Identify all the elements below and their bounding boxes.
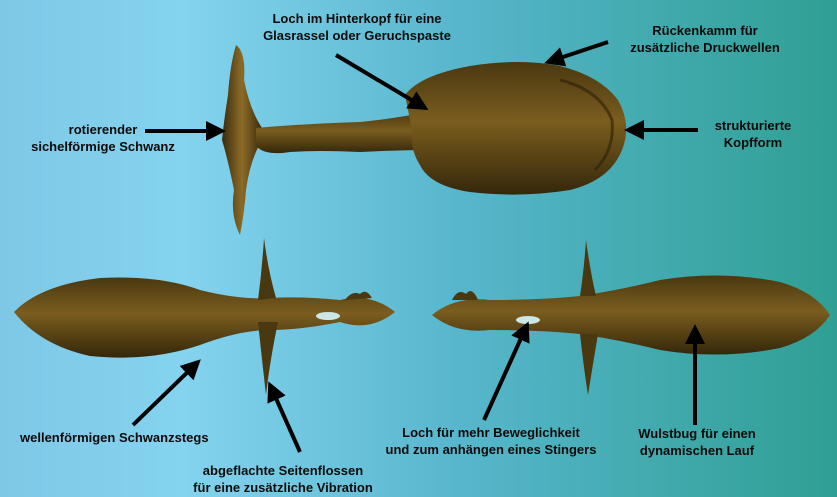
arrow-seitenflossen [270, 385, 300, 452]
label-kopfform: strukturierte Kopfform [698, 117, 808, 151]
label-beweglichkeit: Loch für mehr Beweglichkeit und zum anhä… [378, 424, 604, 458]
side-view-left-model [14, 238, 395, 395]
label-rueckenkamm: Rückenkamm für zusätzliche Druckwellen [615, 22, 795, 56]
label-schwanzsteg: wellenförmigen Schwanzstegs [20, 429, 209, 446]
label-schwanz: rotierender sichelförmige Schwanz [12, 121, 194, 155]
label-seitenflossen: abgeflachte Seitenflossen für eine zusät… [178, 462, 388, 496]
arrow-rueckenkamm [548, 42, 608, 62]
arrow-schwanzsteg [133, 362, 198, 425]
arrow-beweglichkeit [484, 325, 527, 420]
head-body [405, 62, 626, 195]
side-view-right-model [432, 240, 830, 395]
arrow-hinterkopf [336, 55, 425, 108]
top-view-model [222, 45, 626, 235]
label-wulstbug: Wulstbug für einen dynamischen Lauf [622, 425, 772, 459]
label-hinterkopf: Loch im Hinterkopf für eine Glasrassel o… [248, 10, 466, 44]
tail-stem [256, 112, 430, 153]
